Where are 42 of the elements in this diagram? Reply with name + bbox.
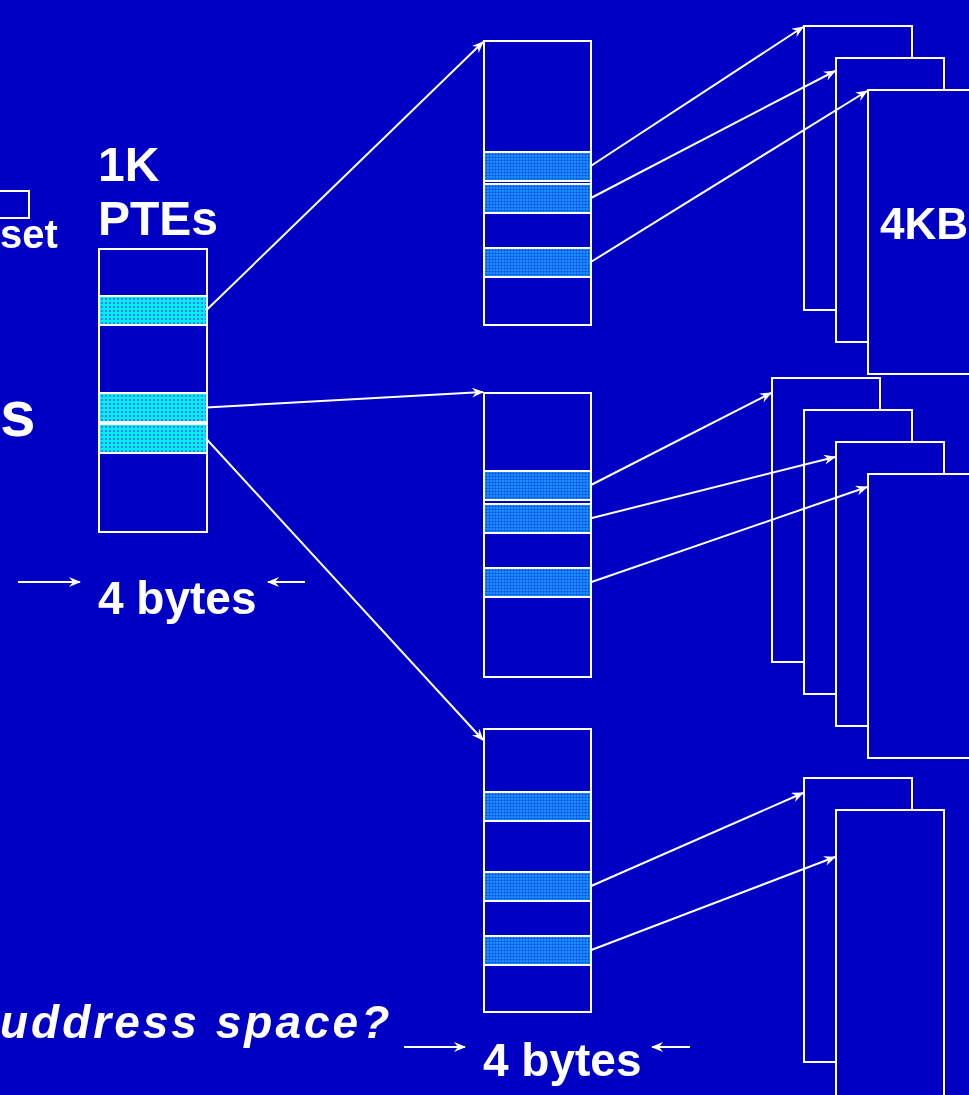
page-frame — [771, 377, 881, 409]
field-label: set — [0, 216, 58, 252]
table-entry — [485, 183, 590, 214]
table-entry — [485, 791, 590, 822]
size-label: 4 bytes — [98, 572, 257, 625]
table-heading: 1K PTEs — [98, 138, 220, 246]
partial-text: s — [0, 378, 36, 452]
table-entry — [485, 470, 590, 501]
page-label: 4KB — [880, 199, 969, 249]
arrow — [589, 70, 836, 200]
page-frame — [867, 89, 969, 375]
table-entry — [485, 247, 590, 278]
page-table — [483, 40, 592, 326]
page-frame — [803, 25, 913, 57]
arrow — [205, 437, 484, 741]
table-entry — [485, 935, 590, 966]
arrow — [589, 485, 868, 584]
arrow — [589, 856, 836, 952]
arrow — [205, 41, 484, 312]
question-text: uddress space? — [0, 996, 393, 1049]
arrow — [589, 454, 836, 520]
table-entry — [485, 503, 590, 534]
arrow — [589, 392, 772, 487]
page-frame — [835, 441, 945, 473]
table-entry — [100, 423, 206, 454]
page-frame — [835, 57, 945, 89]
size-label: 4 bytes — [483, 1034, 642, 1087]
page-table — [483, 392, 592, 678]
table-entry — [100, 295, 206, 326]
arrow — [589, 90, 868, 264]
table-entry — [100, 392, 206, 423]
table-entry — [485, 871, 590, 902]
page-frame — [803, 409, 913, 441]
page-frame — [803, 777, 913, 809]
table-entry — [485, 567, 590, 598]
page-frame — [835, 809, 945, 1095]
arrow — [589, 26, 804, 168]
arrow — [589, 792, 804, 888]
page-frame — [867, 473, 969, 759]
table-entry — [485, 151, 590, 182]
arrow — [205, 387, 484, 409]
page-table — [483, 728, 592, 1013]
